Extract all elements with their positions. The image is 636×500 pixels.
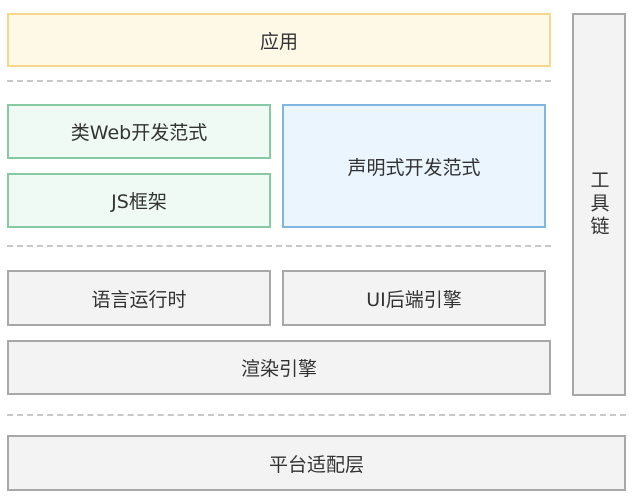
platform-adaptation-label: 平台适配层: [268, 453, 364, 476]
application-label: 应用: [259, 30, 298, 53]
separator-2: [7, 245, 551, 247]
ui-backend-engine-label: UI后端引擎: [366, 288, 462, 311]
separator-1: [7, 80, 551, 82]
js-framework-label: JS框架: [111, 191, 167, 213]
language-runtime-box: 语言运行时: [7, 270, 271, 326]
render-engine-box: 渲染引擎: [7, 340, 551, 395]
web-like-paradigm-box: 类Web开发范式: [7, 104, 271, 159]
web-like-paradigm-label: 类Web开发范式: [70, 122, 208, 144]
js-framework-box: JS框架: [7, 173, 271, 228]
render-engine-label: 渲染引擎: [240, 358, 317, 380]
declarative-paradigm-label: 声明式开发范式: [347, 156, 481, 179]
platform-adaptation-box: 平台适配层: [7, 435, 626, 491]
separator-3: [7, 414, 626, 416]
toolchain-box: 工具链: [572, 13, 626, 396]
declarative-paradigm-box: 声明式开发范式: [282, 104, 546, 228]
language-runtime-label: 语言运行时: [91, 288, 187, 311]
toolchain-label: 工具链: [587, 170, 610, 239]
ui-backend-engine-box: UI后端引擎: [282, 270, 546, 326]
application-layer: 应用: [7, 13, 551, 67]
